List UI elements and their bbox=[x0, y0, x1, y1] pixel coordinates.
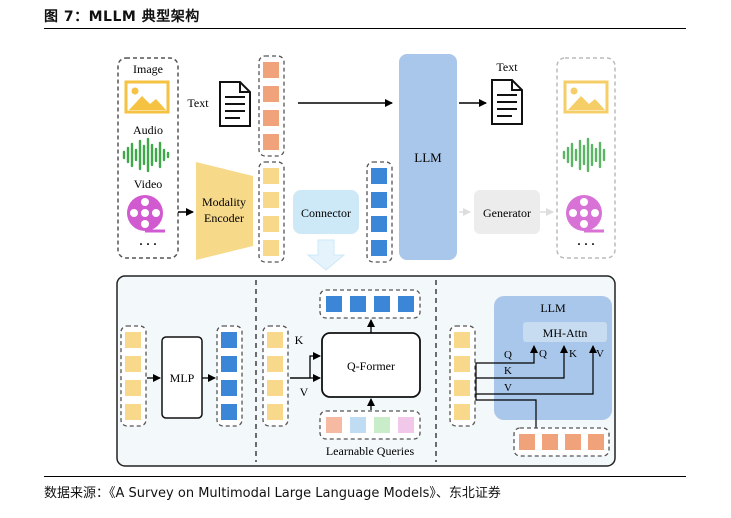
mlp-input-token-column bbox=[120, 325, 147, 427]
video-label: Video bbox=[134, 177, 163, 191]
xattn-v-label: V bbox=[504, 382, 512, 394]
qformer-v-label: V bbox=[300, 385, 309, 399]
qformer-input-token bbox=[267, 332, 283, 348]
qformer-output-token bbox=[374, 296, 390, 312]
inner-llm-label: LLM bbox=[540, 301, 566, 315]
text-output-document-icon bbox=[491, 79, 523, 125]
mh-attn-label: MH-Attn bbox=[543, 326, 588, 340]
mlp-output-token bbox=[221, 332, 237, 348]
mlp-input-token bbox=[125, 332, 141, 348]
text-token bbox=[263, 110, 279, 126]
output-audio-wave-icon bbox=[562, 137, 606, 173]
qformer-input-token-column bbox=[262, 325, 289, 427]
modality-encoder bbox=[196, 162, 253, 260]
input-ellipsis: · · · bbox=[139, 237, 157, 251]
learnable-query-token bbox=[398, 417, 414, 433]
output-ellipsis: · · · bbox=[577, 237, 595, 251]
llm-block bbox=[399, 54, 457, 260]
mh-attn-v-label: V bbox=[596, 348, 604, 360]
mh-attn-k-label: K bbox=[569, 348, 577, 360]
connector-token bbox=[371, 192, 387, 208]
mlp-output-token bbox=[221, 356, 237, 372]
xattn-text-token bbox=[519, 434, 535, 450]
output-image-icon bbox=[563, 80, 609, 114]
text-token bbox=[263, 134, 279, 150]
encoded-token bbox=[263, 168, 279, 184]
xattn-text-token-row bbox=[513, 427, 610, 457]
xattn-text-token bbox=[565, 434, 581, 450]
qformer-input-token bbox=[267, 356, 283, 372]
text-document-icon bbox=[219, 81, 251, 127]
q-arrow bbox=[475, 345, 538, 428]
qformer-label: Q-Former bbox=[347, 359, 395, 373]
xattn-input-token bbox=[454, 404, 470, 420]
connector-token bbox=[371, 216, 387, 232]
qformer-output-token bbox=[350, 296, 366, 312]
xattn-text-token bbox=[588, 434, 604, 450]
figure-source: 数据来源：《A Survey on Multimodal Large Langu… bbox=[44, 486, 501, 501]
audio-label: Audio bbox=[133, 123, 163, 137]
qformer-k-label: K bbox=[295, 333, 304, 347]
modality-encoder-label-line2: Encoder bbox=[204, 211, 244, 225]
learnable-queries-row bbox=[319, 410, 421, 440]
xattn-k-label: K bbox=[504, 365, 512, 377]
connector-token bbox=[371, 240, 387, 256]
mh-attn-q-label: Q bbox=[539, 348, 547, 360]
expand-down-arrow bbox=[306, 239, 346, 271]
xattn-input-token bbox=[454, 380, 470, 396]
qformer-input-token bbox=[267, 380, 283, 396]
qformer-input-token bbox=[267, 404, 283, 420]
encoded-token bbox=[263, 240, 279, 256]
llm-label: LLM bbox=[414, 150, 442, 165]
encoded-token bbox=[263, 192, 279, 208]
qformer-output-token-row bbox=[319, 289, 421, 319]
learnable-query-token bbox=[374, 417, 390, 433]
text-token bbox=[263, 62, 279, 78]
text-token-column bbox=[258, 55, 285, 157]
output-video-reel-icon bbox=[566, 195, 604, 233]
image-icon bbox=[124, 80, 170, 114]
xattn-q-label: Q bbox=[504, 349, 512, 361]
mlp-input-token bbox=[125, 380, 141, 396]
connector-token bbox=[371, 168, 387, 184]
figure-title: 图 7：MLLM 典型架构 bbox=[44, 9, 200, 25]
connector-label: Connector bbox=[301, 206, 351, 220]
generator-label: Generator bbox=[483, 206, 531, 220]
image-label: Image bbox=[133, 62, 163, 76]
xattn-input-token bbox=[454, 332, 470, 348]
mlp-input-token bbox=[125, 356, 141, 372]
k-arrow bbox=[476, 345, 568, 379]
video-reel-icon bbox=[127, 195, 165, 233]
mlp-output-token bbox=[221, 380, 237, 396]
mlp-label: MLP bbox=[170, 371, 195, 385]
audio-wave-icon bbox=[122, 137, 170, 173]
mlp-output-token bbox=[221, 404, 237, 420]
text-input-label: Text bbox=[187, 96, 209, 110]
encoded-token-column bbox=[258, 161, 285, 263]
top-rule bbox=[44, 28, 686, 29]
connector-block bbox=[293, 190, 359, 234]
mh-attn-block bbox=[523, 322, 607, 342]
mlp-input-token bbox=[125, 404, 141, 420]
xattn-text-token bbox=[542, 434, 558, 450]
text-output-label: Text bbox=[496, 60, 518, 74]
learnable-queries-label: Learnable Queries bbox=[326, 444, 415, 458]
modality-encoder-label-line1: Modality bbox=[202, 195, 246, 209]
qformer-output-token bbox=[398, 296, 414, 312]
qformer-output-token bbox=[326, 296, 342, 312]
learnable-query-token bbox=[326, 417, 342, 433]
learnable-query-token bbox=[350, 417, 366, 433]
xattn-input-token bbox=[454, 356, 470, 372]
generator-block bbox=[474, 190, 540, 234]
mlp-output-token-column bbox=[216, 325, 243, 427]
text-token bbox=[263, 86, 279, 102]
bottom-rule bbox=[44, 476, 686, 477]
v-arrow bbox=[476, 345, 597, 395]
connector-token-column bbox=[366, 161, 393, 263]
xattn-input-token-column bbox=[449, 325, 476, 427]
encoded-token bbox=[263, 216, 279, 232]
